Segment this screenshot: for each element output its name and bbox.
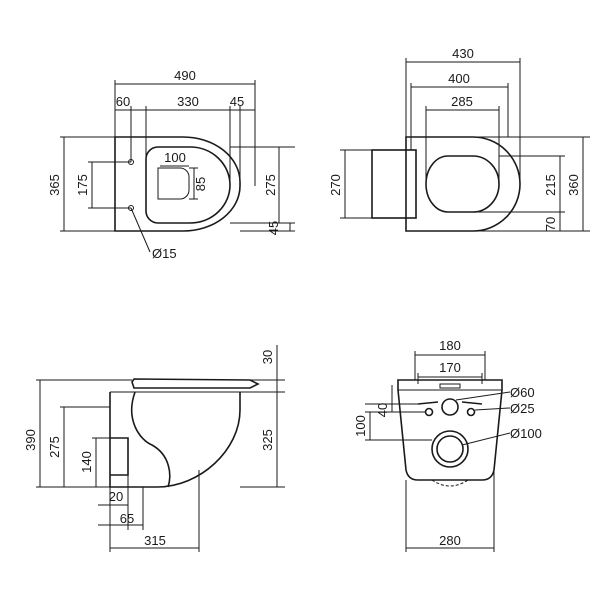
rear-fixing-slots xyxy=(417,401,483,405)
dim-30: 30 xyxy=(260,350,275,364)
side-view: 30 390 275 325 140 20 65 315 xyxy=(23,345,285,552)
top-view-inner-rect xyxy=(157,167,190,200)
dim-325: 325 xyxy=(260,429,275,451)
top-view-outline xyxy=(114,136,241,232)
mounting-frame xyxy=(371,149,417,219)
inlet-pipe xyxy=(441,398,459,416)
dim-390: 390 xyxy=(23,429,38,451)
rear-foot-hidden xyxy=(431,479,469,487)
dim-490: 490 xyxy=(174,68,196,83)
outlet-outer xyxy=(431,430,469,468)
side-trap-curve xyxy=(130,391,171,488)
rear-view: 180 170 Ø60 Ø25 40 100 Ø100 280 xyxy=(353,338,542,552)
dim-285: 285 xyxy=(451,94,473,109)
dim-45-top: 45 xyxy=(230,94,244,109)
dim-60: 60 xyxy=(116,94,130,109)
top-view-bowl-opening xyxy=(145,146,231,224)
dim-400: 400 xyxy=(448,71,470,86)
dim-45-right: 45 xyxy=(266,221,281,235)
dim-315: 315 xyxy=(144,533,166,548)
rear-fixing-hole-right xyxy=(466,407,476,417)
outlet-inner xyxy=(436,435,464,463)
dim-85: 85 xyxy=(193,177,208,191)
dim-diameter-15: Ø15 xyxy=(152,246,177,261)
dim-330: 330 xyxy=(177,94,199,109)
dim-140: 140 xyxy=(79,451,94,473)
rear-top-slot xyxy=(439,383,461,389)
dim-270: 270 xyxy=(328,174,343,196)
top-view: 490 60 330 45 365 175 100 85 275 45 Ø15 xyxy=(47,68,295,261)
dim-430: 430 xyxy=(452,46,474,61)
dim-70: 70 xyxy=(543,217,558,231)
dim-175: 175 xyxy=(75,174,90,196)
top-view-dimension-lines xyxy=(60,80,295,253)
dim-360: 360 xyxy=(566,174,581,196)
dim-100-rear: 100 xyxy=(353,415,368,437)
dim-280: 280 xyxy=(439,533,461,548)
dim-diameter-60: Ø60 xyxy=(510,385,535,400)
side-bowl-body xyxy=(109,392,241,488)
top-view-seat: 430 400 285 270 215 360 70 xyxy=(328,46,590,232)
side-outlet xyxy=(110,437,129,476)
seat-outline xyxy=(405,136,521,232)
dim-215: 215 xyxy=(543,174,558,196)
dim-365: 365 xyxy=(47,174,62,196)
seat-opening xyxy=(425,155,500,213)
side-seat-lid xyxy=(131,378,260,389)
dim-180: 180 xyxy=(439,338,461,353)
seat-view-dimension-lines xyxy=(340,58,590,232)
dim-diameter-100: Ø100 xyxy=(510,426,542,441)
dim-20: 20 xyxy=(109,489,123,504)
rear-fixing-hole-left xyxy=(424,407,434,417)
rear-view-dimension-lines xyxy=(365,351,511,552)
dim-275-side: 275 xyxy=(47,436,62,458)
dim-40: 40 xyxy=(375,403,390,417)
dim-100: 100 xyxy=(164,150,186,165)
dim-170: 170 xyxy=(439,360,461,375)
side-view-dimension-lines xyxy=(36,345,285,552)
dim-diameter-25: Ø25 xyxy=(510,401,535,416)
dim-65: 65 xyxy=(120,511,134,526)
dim-275: 275 xyxy=(263,174,278,196)
